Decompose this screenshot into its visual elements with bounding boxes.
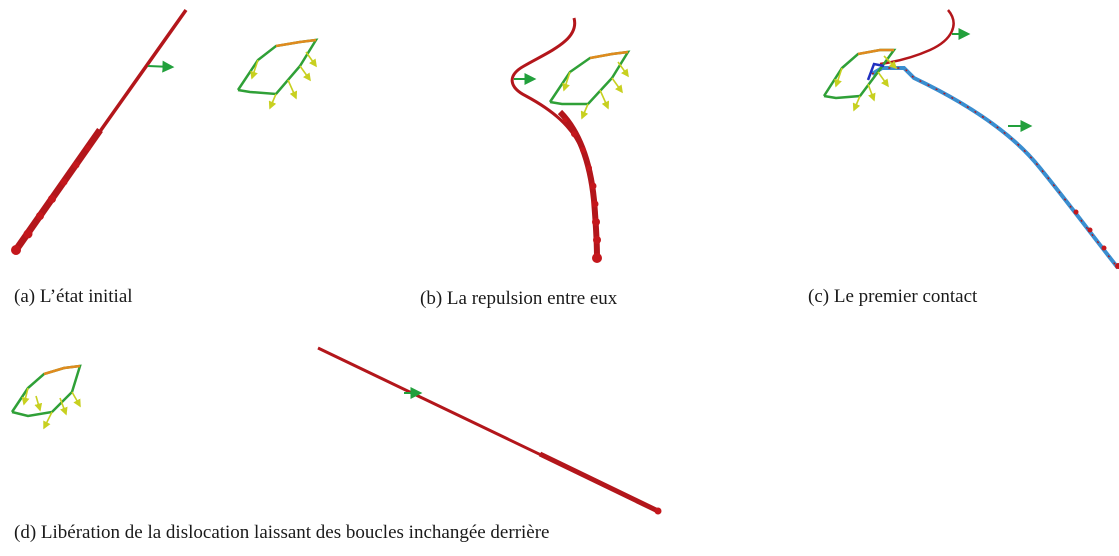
panel-b [510,17,631,263]
caption-a: (a) L’état initial [14,286,133,307]
panel-d [10,346,662,515]
dislocation-line-b [510,17,602,263]
dislocation-line-d [317,346,662,515]
panel-a [11,8,319,255]
dislocation-line-a [11,8,188,255]
prismatic-loop-a [236,38,319,110]
prismatic-loop-b [548,50,631,120]
caption-c: (c) Le premier contact [808,286,978,307]
velocity-arrow-a [147,60,175,73]
dislocation-line-c [870,9,1119,270]
caption-d: (d) Libération de la dislocation laissan… [14,522,550,543]
panel-c [822,9,1119,270]
prismatic-loop-d [10,364,82,430]
caption-b: (b) La repulsion entre eux [420,288,618,309]
prismatic-loop-c [822,48,898,112]
